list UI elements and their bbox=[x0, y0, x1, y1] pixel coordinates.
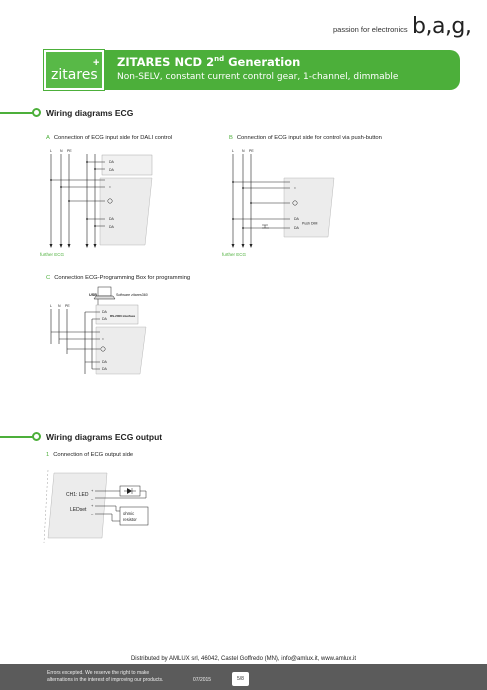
zitares-logo: zitares + bbox=[44, 50, 104, 90]
brand-logo: b,a,g, bbox=[412, 14, 472, 39]
laptop-icon bbox=[97, 286, 112, 297]
svg-text:DA: DA bbox=[294, 217, 300, 221]
svg-text:≈: ≈ bbox=[102, 337, 104, 341]
ch1-label: CH1: LED bbox=[66, 492, 89, 498]
diagram-c: USB Software zitares360 L N PE RS-2000 i… bbox=[50, 286, 148, 375]
page-number: 5/8 bbox=[232, 672, 249, 686]
usb-label: USB bbox=[89, 293, 97, 297]
svg-text:N: N bbox=[242, 149, 245, 153]
ohmic-resistor-box bbox=[119, 506, 149, 526]
page-subtitle: Non-SELV, constant current control gear,… bbox=[117, 72, 399, 82]
ground-icon bbox=[292, 200, 298, 206]
svg-text:PE: PE bbox=[249, 149, 254, 153]
section-bullet-icon bbox=[32, 432, 41, 441]
svg-text:L: L bbox=[50, 304, 52, 308]
diagram-output: CH1: LED LEDset + – + – ohmic resistor bbox=[43, 469, 149, 544]
logo-plus-icon: + bbox=[93, 57, 100, 69]
svg-text:+: + bbox=[91, 488, 94, 493]
diagram-b: L N PE ≈ DA DA Push DIM further ECG bbox=[222, 149, 335, 257]
push-button-icon bbox=[262, 224, 269, 229]
svg-text:DA: DA bbox=[102, 317, 108, 321]
svg-text:N: N bbox=[58, 304, 61, 308]
svg-text:DA: DA bbox=[109, 217, 115, 221]
svg-text:≈: ≈ bbox=[109, 185, 111, 189]
ground-icon bbox=[100, 346, 106, 352]
ground-icon bbox=[107, 198, 113, 204]
push-dim-label: Push DIM bbox=[302, 222, 317, 226]
distributor-line: Distributed by AMLUX srl, 46042, Castel … bbox=[130, 656, 357, 662]
svg-text:DA: DA bbox=[102, 310, 108, 314]
ledset-label: LEDset bbox=[70, 507, 87, 513]
led-diode-icon bbox=[127, 488, 132, 494]
page-title: ZITARES NCD 2nd Generation bbox=[117, 55, 301, 69]
svg-text:resistor: resistor bbox=[123, 517, 137, 522]
label-n: N bbox=[60, 149, 63, 153]
further-ecg-a: further ECG bbox=[40, 252, 65, 257]
svg-text:ohmic: ohmic bbox=[123, 511, 134, 516]
footer-date: 07/2015 bbox=[193, 677, 212, 683]
header-bar bbox=[44, 50, 460, 90]
svg-text:DA: DA bbox=[109, 225, 115, 229]
svg-text:DA: DA bbox=[102, 360, 108, 364]
software-label: Software zitares360 bbox=[116, 293, 148, 297]
section-title-input: Wiring diagrams ECG bbox=[46, 108, 134, 118]
footer-disclaimer: Errors excepted. We reserve the right to… bbox=[47, 670, 164, 683]
diagram-a: L N PE DA DA ≈ DA DA fu bbox=[40, 149, 153, 257]
svg-text:–: – bbox=[91, 511, 94, 516]
logo-text: zitares bbox=[51, 67, 98, 83]
further-ecg-b: further ECG bbox=[222, 252, 247, 257]
section-title-output: Wiring diagrams ECG output bbox=[46, 432, 163, 442]
svg-text:DA: DA bbox=[109, 160, 115, 164]
svg-text:DA: DA bbox=[109, 168, 115, 172]
svg-text:≈: ≈ bbox=[294, 186, 296, 190]
svg-text:–: – bbox=[91, 496, 94, 501]
svg-text:PE: PE bbox=[65, 304, 70, 308]
section-divider bbox=[0, 436, 33, 438]
svg-text:DA: DA bbox=[102, 367, 108, 371]
svg-text:L: L bbox=[232, 149, 234, 153]
brand-tagline: passion for electronics bbox=[333, 25, 408, 34]
section-divider bbox=[0, 112, 33, 114]
label-l: L bbox=[50, 149, 52, 153]
svg-text:+: + bbox=[91, 503, 94, 508]
section-bullet-icon bbox=[32, 108, 41, 117]
svg-text:DA: DA bbox=[294, 226, 300, 230]
interface-label: RS-2000 interface bbox=[110, 314, 136, 318]
label-pe: PE bbox=[67, 149, 72, 153]
